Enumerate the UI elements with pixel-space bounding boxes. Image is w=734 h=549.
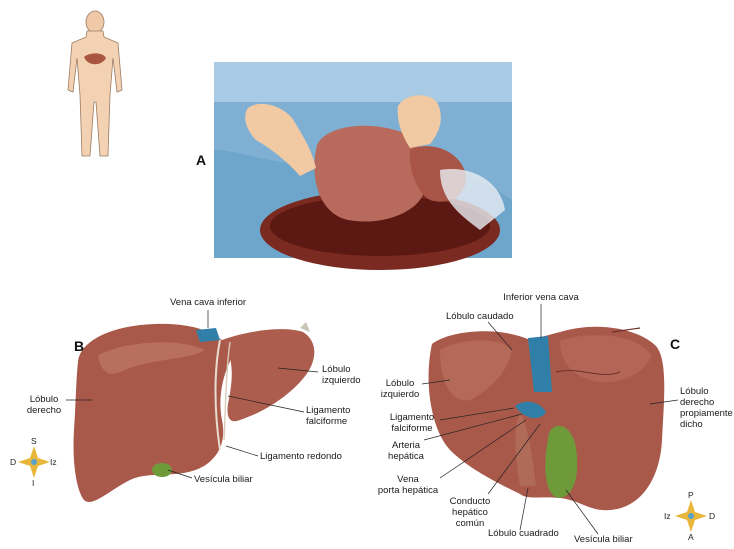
liver-c xyxy=(429,327,665,511)
panel-letter-a: A xyxy=(196,152,206,168)
label-c-lobulo-derecho: Lóbulo derecho propiamente dicho xyxy=(680,386,733,430)
label-c-vesicula: Vesícula biliar xyxy=(574,534,633,545)
photo-a xyxy=(214,62,512,270)
panel-letter-c: C xyxy=(670,336,680,352)
label-b-ligamento-falciforme: Ligamento falciforme xyxy=(306,405,350,427)
label-c-lobulo-caudado: Lóbulo caudado xyxy=(446,311,514,322)
label-c-vena-cava: Inferior vena cava xyxy=(488,292,594,303)
compass-b-top: S xyxy=(31,436,37,446)
label-c-arteria-hepatica: Arteria hepática xyxy=(386,440,426,462)
compass-b-left: D xyxy=(10,457,16,467)
label-c-lobulo-izquierdo: Lóbulo izquierdo xyxy=(376,378,424,400)
label-b-lobulo-izquierdo: Lóbulo izquierdo xyxy=(322,364,361,386)
compass-b-right: Iz xyxy=(50,457,57,467)
compass-c-top: P xyxy=(688,490,694,500)
label-c-lobulo-cuadrado: Lóbulo cuadrado xyxy=(488,528,559,539)
compass-b-bottom: I xyxy=(32,478,34,488)
label-c-vena-porta: Vena porta hepática xyxy=(374,474,442,496)
panel-letter-b: B xyxy=(74,338,84,354)
label-b-ligamento-redondo: Ligamento redondo xyxy=(260,451,342,462)
label-c-conducto-hepatico: Conducto hepático común xyxy=(446,496,494,529)
compass-c-right: D xyxy=(709,511,715,521)
compass-c-bottom: A xyxy=(688,532,694,542)
label-c-ligamento-falciforme: Ligamento falciforme xyxy=(384,412,440,434)
label-b-lobulo-derecho: Lóbulo derecho xyxy=(20,394,68,416)
compass-b xyxy=(18,446,50,478)
body-figure xyxy=(68,11,122,156)
compass-c-left: Iz xyxy=(664,511,671,521)
compass-c xyxy=(675,500,707,532)
label-b-vena-cava: Vena cava inferior xyxy=(150,297,266,308)
label-b-vesicula: Vesícula biliar xyxy=(194,474,253,485)
